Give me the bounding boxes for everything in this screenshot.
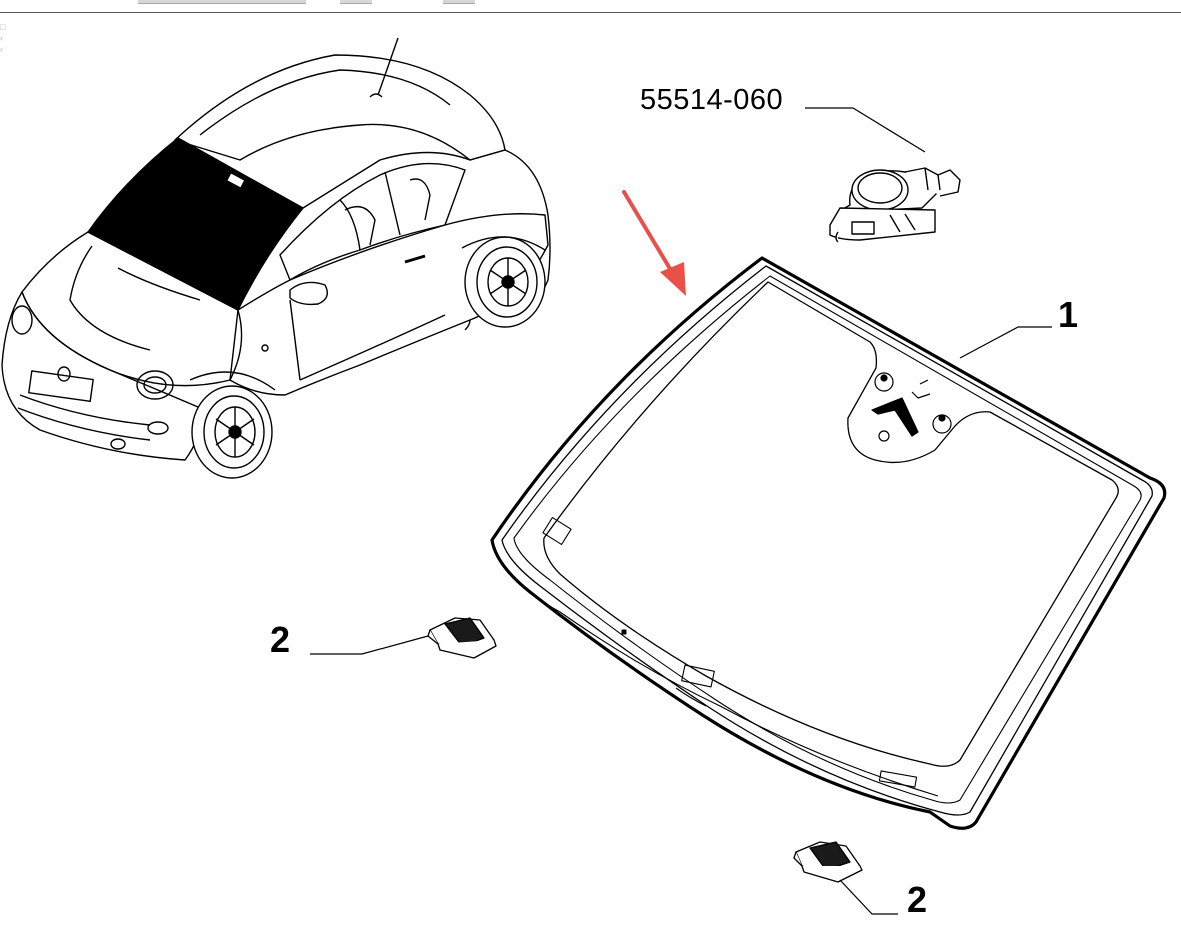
- windshield-label-rect: [542, 516, 572, 546]
- clip-left-callout-number[interactable]: 2: [270, 619, 291, 660]
- toolbar-stub: [340, 0, 372, 4]
- car-badge: [57, 366, 71, 382]
- car-illustration: [1, 37, 551, 479]
- car-door-handle: [404, 254, 426, 264]
- sensor-part-number-label[interactable]: 55514-060: [640, 84, 784, 116]
- antenna-base: [369, 93, 383, 98]
- windshield-leader-line: [959, 326, 1052, 359]
- gutter-marks: □‹‹: [0, 22, 6, 54]
- rain-sensor-part: [829, 167, 961, 243]
- toolbar-stub: [138, 0, 306, 4]
- clip-bottom-callout-number[interactable]: 2: [907, 879, 928, 920]
- car-rear-wheel: [464, 236, 546, 328]
- windshield-part: [490, 256, 1167, 830]
- top-divider: [0, 12, 1181, 13]
- windshield-label-rect: [681, 664, 715, 688]
- windshield-sensor-mount: [871, 372, 952, 442]
- car-roof: [174, 54, 506, 161]
- car-front: [1, 291, 206, 461]
- clip-part-bottom: [793, 841, 863, 883]
- highlight-arrow: [622, 190, 686, 296]
- car-license-plate: [28, 370, 94, 403]
- toolbar-stub: [443, 0, 475, 4]
- sensor-leader-line: [805, 107, 926, 153]
- car-front-wheel: [191, 385, 273, 479]
- car-windshield-highlight: [87, 137, 304, 311]
- windshield-callout-number[interactable]: 1: [1058, 294, 1079, 335]
- clip-left-leader-line: [310, 635, 429, 655]
- antenna-line: [377, 37, 399, 96]
- car-side-window: [279, 162, 466, 281]
- car-side-mirror: [289, 281, 328, 306]
- clip-part-left: [427, 617, 497, 659]
- car-headlight: [136, 370, 174, 400]
- clip-bottom-leader-line: [839, 879, 898, 915]
